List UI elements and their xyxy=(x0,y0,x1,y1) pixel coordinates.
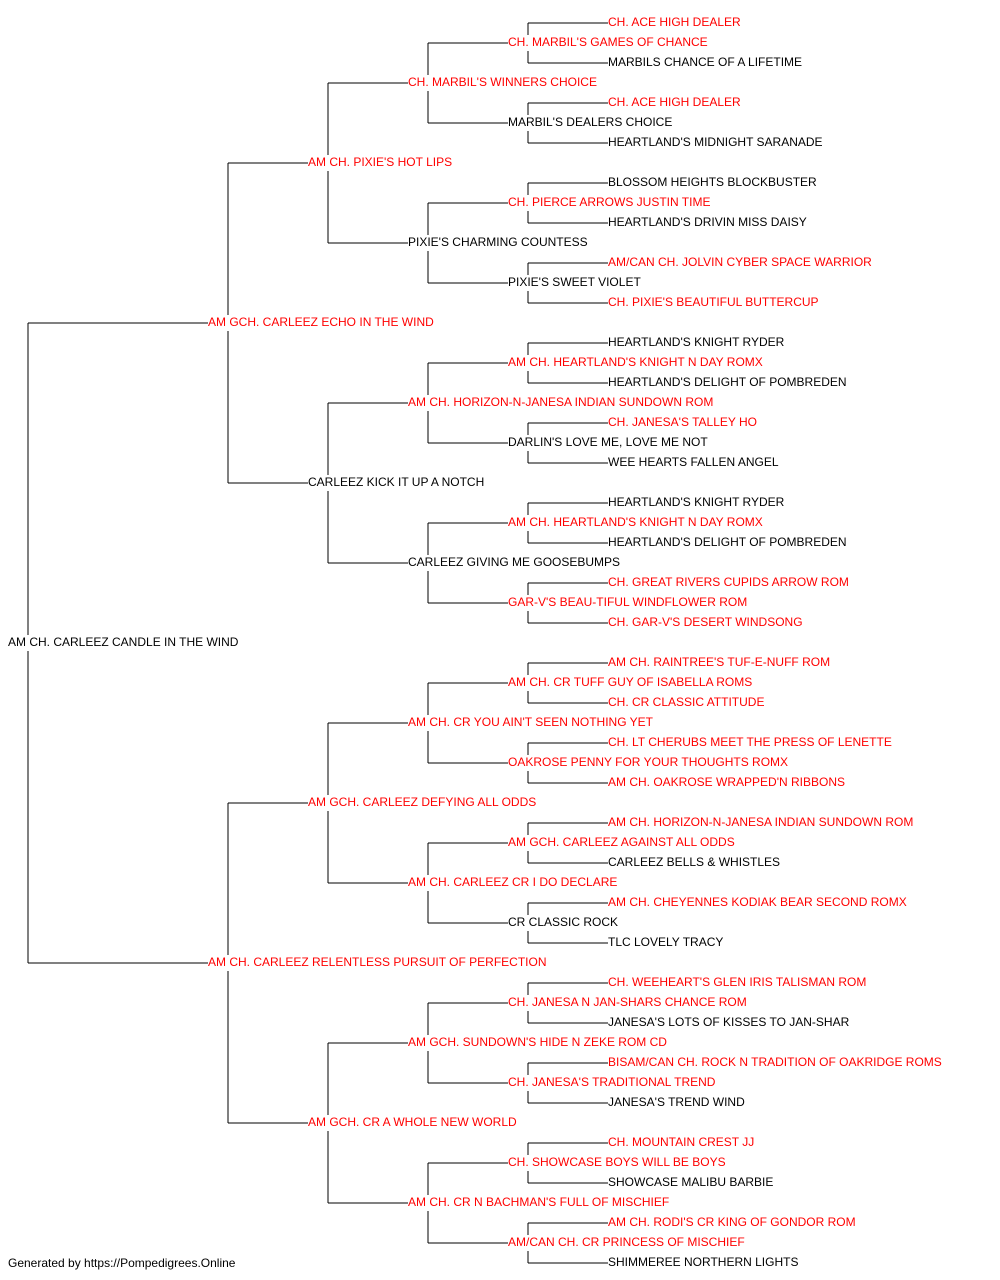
dog-name-gen4: OAKROSE PENNY FOR YOUR THOUGHTS ROMX xyxy=(508,755,788,769)
dog-name-gen5: CH. ACE HIGH DEALER xyxy=(608,15,741,29)
dog-name-gen5: SHIMMEREE NORTHERN LIGHTS xyxy=(608,1255,798,1269)
dog-name-gen2: AM CH. PIXIE'S HOT LIPS xyxy=(308,155,452,169)
dog-name-gen4: CH. JANESA N JAN-SHARS CHANCE ROM xyxy=(508,995,747,1009)
dog-name-gen2: AM GCH. CARLEEZ DEFYING ALL ODDS xyxy=(308,795,536,809)
dog-name-gen5: CH. GREAT RIVERS CUPIDS ARROW ROM xyxy=(608,575,849,589)
dog-name-gen2: CARLEEZ KICK IT UP A NOTCH xyxy=(308,475,484,489)
dog-name-gen5: HEARTLAND'S KNIGHT RYDER xyxy=(608,335,785,349)
dog-name-gen3: CH. MARBIL'S WINNERS CHOICE xyxy=(408,75,597,89)
dog-name-gen5: CH. CR CLASSIC ATTITUDE xyxy=(608,695,764,709)
dog-name-gen1: AM CH. CARLEEZ RELENTLESS PURSUIT OF PER… xyxy=(208,955,547,969)
dog-name-gen2: AM GCH. CR A WHOLE NEW WORLD xyxy=(308,1115,517,1129)
dog-name-gen4: AM CH. HEARTLAND'S KNIGHT N DAY ROMX xyxy=(508,355,763,369)
dog-name-gen5: CH. PIXIE'S BEAUTIFUL BUTTERCUP xyxy=(608,295,819,309)
dog-name-gen4: AM CH. HEARTLAND'S KNIGHT N DAY ROMX xyxy=(508,515,763,529)
dog-name-gen3: AM CH. CR YOU AIN'T SEEN NOTHING YET xyxy=(408,715,654,729)
dog-name-gen5: HEARTLAND'S MIDNIGHT SARANADE xyxy=(608,135,823,149)
dog-name-gen5: CH. GAR-V'S DESERT WINDSONG xyxy=(608,615,803,629)
dog-name-gen4: AM/CAN CH. CR PRINCESS OF MISCHIEF xyxy=(508,1235,745,1249)
dog-name-gen1: AM GCH. CARLEEZ ECHO IN THE WIND xyxy=(208,315,434,329)
dog-name-gen5: CARLEEZ BELLS & WHISTLES xyxy=(608,855,780,869)
dog-name-labels: CH. ACE HIGH DEALER MARBILS CHANCE OF A L… xyxy=(8,15,942,1269)
dog-name-gen3: AM CH. CARLEEZ CR I DO DECLARE xyxy=(408,875,617,889)
dog-name-gen5: AM CH. HORIZON-N-JANESA INDIAN SUNDOWN R… xyxy=(608,815,913,829)
dog-name-gen4: GAR-V'S BEAU-TIFUL WINDFLOWER ROM xyxy=(508,595,747,609)
dog-name-gen4: CH. SHOWCASE BOYS WILL BE BOYS xyxy=(508,1155,726,1169)
dog-name-gen4: PIXIE'S SWEET VIOLET xyxy=(508,275,641,289)
dog-name-gen3: AM CH. HORIZON-N-JANESA INDIAN SUNDOWN R… xyxy=(408,395,713,409)
footer-credit: Generated by https://Pompedigrees.Online xyxy=(8,1256,236,1270)
dog-name-gen5: CH. JANESA'S TALLEY HO xyxy=(608,415,757,429)
dog-name-gen4: MARBIL'S DEALERS CHOICE xyxy=(508,115,672,129)
dog-name-gen0: AM CH. CARLEEZ CANDLE IN THE WIND xyxy=(8,635,239,649)
dog-name-gen4: DARLIN'S LOVE ME, LOVE ME NOT xyxy=(508,435,708,449)
dog-name-gen4: AM GCH. CARLEEZ AGAINST ALL ODDS xyxy=(508,835,735,849)
dog-name-gen3: AM GCH. SUNDOWN'S HIDE N ZEKE ROM CD xyxy=(408,1035,667,1049)
connector-lines xyxy=(27,22,608,1264)
dog-name-gen5: AM CH. CHEYENNES KODIAK BEAR SECOND ROMX xyxy=(608,895,907,909)
dog-name-gen5: CH. MOUNTAIN CREST JJ xyxy=(608,1135,754,1149)
dog-name-gen5: AM CH. OAKROSE WRAPPED'N RIBBONS xyxy=(608,775,845,789)
dog-name-gen5: AM CH. RODI'S CR KING OF GONDOR ROM xyxy=(608,1215,856,1229)
dog-name-gen5: JANESA'S TREND WIND xyxy=(608,1095,745,1109)
dog-name-gen5: TLC LOVELY TRACY xyxy=(608,935,723,949)
dog-name-gen3: AM CH. CR N BACHMAN'S FULL OF MISCHIEF xyxy=(408,1195,669,1209)
dog-name-gen5: AM CH. RAINTREE'S TUF-E-NUFF ROM xyxy=(608,655,830,669)
dog-name-gen5: AM/CAN CH. JOLVIN CYBER SPACE WARRIOR xyxy=(608,255,872,269)
dog-name-gen4: CH. MARBIL'S GAMES OF CHANCE xyxy=(508,35,708,49)
dog-name-gen4: CH. PIERCE ARROWS JUSTIN TIME xyxy=(508,195,710,209)
dog-name-gen5: WEE HEARTS FALLEN ANGEL xyxy=(608,455,779,469)
dog-name-gen5: BLOSSOM HEIGHTS BLOCKBUSTER xyxy=(608,175,817,189)
dog-name-gen5: CH. ACE HIGH DEALER xyxy=(608,95,741,109)
dog-name-gen5: HEARTLAND'S DELIGHT OF POMBREDEN xyxy=(608,375,847,389)
dog-name-gen5: MARBILS CHANCE OF A LIFETIME xyxy=(608,55,802,69)
dog-name-gen5: HEARTLAND'S DRIVIN MISS DAISY xyxy=(608,215,807,229)
dog-name-gen3: PIXIE'S CHARMING COUNTESS xyxy=(408,235,588,249)
dog-name-gen3: CARLEEZ GIVING ME GOOSEBUMPS xyxy=(408,555,620,569)
dog-name-gen5: SHOWCASE MALIBU BARBIE xyxy=(608,1175,773,1189)
dog-name-gen5: CH. LT CHERUBS MEET THE PRESS OF LENETTE xyxy=(608,735,892,749)
dog-name-gen4: CH. JANESA'S TRADITIONAL TREND xyxy=(508,1075,716,1089)
dog-name-gen5: BISAM/CAN CH. ROCK N TRADITION OF OAKRID… xyxy=(608,1055,942,1069)
dog-name-gen4: AM CH. CR TUFF GUY OF ISABELLA ROMS xyxy=(508,675,752,689)
dog-name-gen5: CH. WEEHEART'S GLEN IRIS TALISMAN ROM xyxy=(608,975,866,989)
dog-name-gen5: HEARTLAND'S KNIGHT RYDER xyxy=(608,495,785,509)
dog-name-gen4: CR CLASSIC ROCK xyxy=(508,915,618,929)
dog-name-gen5: JANESA'S LOTS OF KISSES TO JAN-SHAR xyxy=(608,1015,850,1029)
dog-name-gen5: HEARTLAND'S DELIGHT OF POMBREDEN xyxy=(608,535,847,549)
